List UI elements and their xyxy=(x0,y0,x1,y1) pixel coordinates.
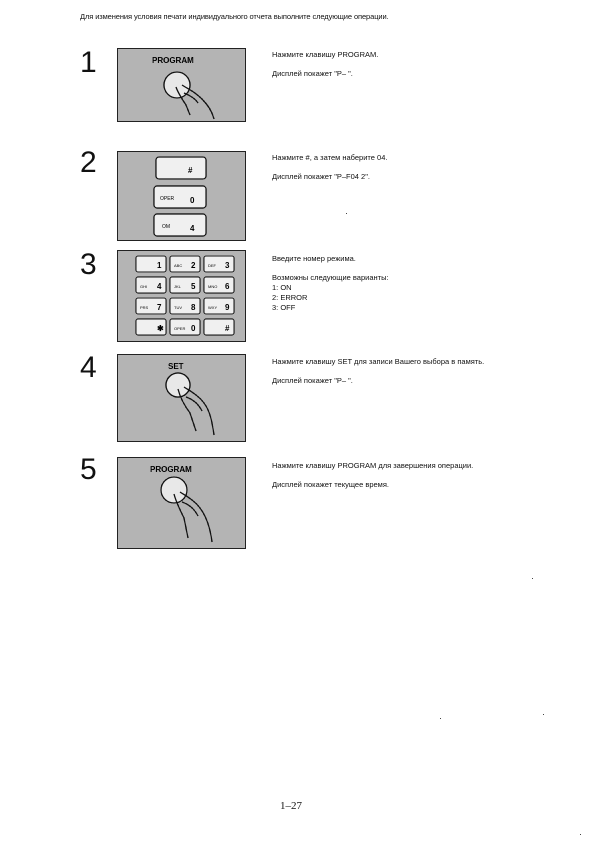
keypad-key-sub-label: DEF xyxy=(208,263,217,268)
keypad-key: JKL 5 xyxy=(169,276,201,294)
mode-option-2: 2: ERROR xyxy=(272,293,308,302)
four-key-label: 4 xyxy=(190,224,195,233)
program-key-illustration-final: PROGRAM xyxy=(117,457,246,549)
scan-speck xyxy=(543,714,544,715)
step-2-line-2: Дисплей покажет "P–F04 2". xyxy=(272,172,370,181)
om-key-sub-label: OM xyxy=(162,224,170,230)
step-3-line-2: Возможны следующие варианты: xyxy=(272,273,389,282)
page-number: 1–27 xyxy=(280,800,302,812)
step-1-line-2: Дисплей покажет "P– ". xyxy=(272,69,353,78)
keypad-key: DEF 3 xyxy=(203,255,235,273)
scan-speck xyxy=(440,718,441,719)
step-5-line-2: Дисплей покажет текущее время. xyxy=(272,480,389,489)
panel-key-label: SET xyxy=(168,362,184,371)
keypad-key-label: 1 xyxy=(157,261,162,270)
set-key-illustration: SET xyxy=(117,354,246,442)
program-key-illustration: PROGRAM xyxy=(117,48,246,122)
keypad-key-sub-label: MNO xyxy=(208,284,217,289)
step-number-3: 3 xyxy=(80,248,97,281)
scan-speck xyxy=(580,834,581,835)
step-4-line-2: Дисплей покажет "P– ". xyxy=(272,376,353,385)
keypad-key-label: # xyxy=(225,324,230,333)
step-1-line-1: Нажмите клавишу PROGRAM. xyxy=(272,50,379,59)
keypad-key: ABC 2 xyxy=(169,255,201,273)
hand-press-icon: SET xyxy=(165,362,215,436)
keypad-key: MNO 6 xyxy=(203,276,235,294)
step-1-text: Нажмите клавишу PROGRAM. Дисплей покажет… xyxy=(272,50,378,79)
mode-option-3: 3: OFF xyxy=(272,303,296,312)
keypad-key: ✱ xyxy=(135,318,167,336)
intro-text: Для изменения условия печати индивидуаль… xyxy=(80,12,389,21)
step-number-5: 5 xyxy=(80,453,97,486)
panel-key-label: PROGRAM xyxy=(152,56,194,65)
number-keys-illustration: # OPER 0 OM 4 xyxy=(117,151,246,241)
step-number-2: 2 xyxy=(80,146,97,179)
step-3-line-1: Введите номер режима. xyxy=(272,254,356,263)
step-2-text: Нажмите #, а затем наберите 04. Дисплей … xyxy=(272,153,387,182)
keypad-key: PRS 7 xyxy=(135,297,167,315)
keypad-key-label: 9 xyxy=(225,303,230,312)
zero-key-label: 0 xyxy=(190,196,195,205)
keypad-key-label: 6 xyxy=(225,282,230,291)
mode-option-1: 1: ON xyxy=(272,283,292,292)
keypad-key-sub-label: GHI xyxy=(140,284,147,289)
keypad-key-label: 4 xyxy=(157,282,162,291)
step-5-text: Нажмите клавишу PROGRAM для завершения о… xyxy=(272,461,473,490)
keypad-key-label: 7 xyxy=(157,303,162,312)
keypad-key-sub-label: PRS xyxy=(140,305,149,310)
hash-key-label: # xyxy=(188,166,193,175)
keypad-key-label: 0 xyxy=(191,324,196,333)
step-5-line-1: Нажмите клавишу PROGRAM для завершения о… xyxy=(272,461,474,470)
keypad-key-sub-label: ABC xyxy=(174,263,182,268)
keypad-key-sub-label: WXY xyxy=(208,305,217,310)
scan-speck xyxy=(346,213,347,214)
keypad-key: TUV 8 xyxy=(169,297,201,315)
step-3-text: Введите номер режима. Возможны следующие… xyxy=(272,254,389,313)
oper-key-sub-label: OPER xyxy=(160,196,175,202)
keypad-key: OPER 0 xyxy=(169,318,201,336)
keypad-key-label: 5 xyxy=(191,282,196,291)
keypad-key-sub-label: TUV xyxy=(174,305,182,310)
scan-speck xyxy=(532,578,533,579)
keypad-key-label: 8 xyxy=(191,303,196,312)
keypad-key: GHI 4 xyxy=(135,276,167,294)
keypad-key: WXY 9 xyxy=(203,297,235,315)
step-number-4: 4 xyxy=(80,351,97,384)
hand-press-icon: PROGRAM xyxy=(152,56,215,120)
step-number-1: 1 xyxy=(80,46,97,79)
keypad-key-label: 3 xyxy=(225,261,230,270)
keypad-key: 1 xyxy=(135,255,167,273)
keypad-key: # xyxy=(203,318,235,336)
keypad-key-label: ✱ xyxy=(157,324,164,333)
keypad-key-sub-label: OPER xyxy=(174,326,185,331)
keypad-key-sub-label: JKL xyxy=(174,284,182,289)
hand-press-icon: PROGRAM xyxy=(150,465,213,543)
panel-key-label: PROGRAM xyxy=(150,465,192,474)
step-4-text: Нажмите клавишу SET для записи Вашего вы… xyxy=(272,357,484,386)
step-4-line-1: Нажмите клавишу SET для записи Вашего вы… xyxy=(272,357,485,366)
keypad-key-label: 2 xyxy=(191,261,196,270)
step-2-line-1: Нажмите #, а затем наберите 04. xyxy=(272,153,388,162)
